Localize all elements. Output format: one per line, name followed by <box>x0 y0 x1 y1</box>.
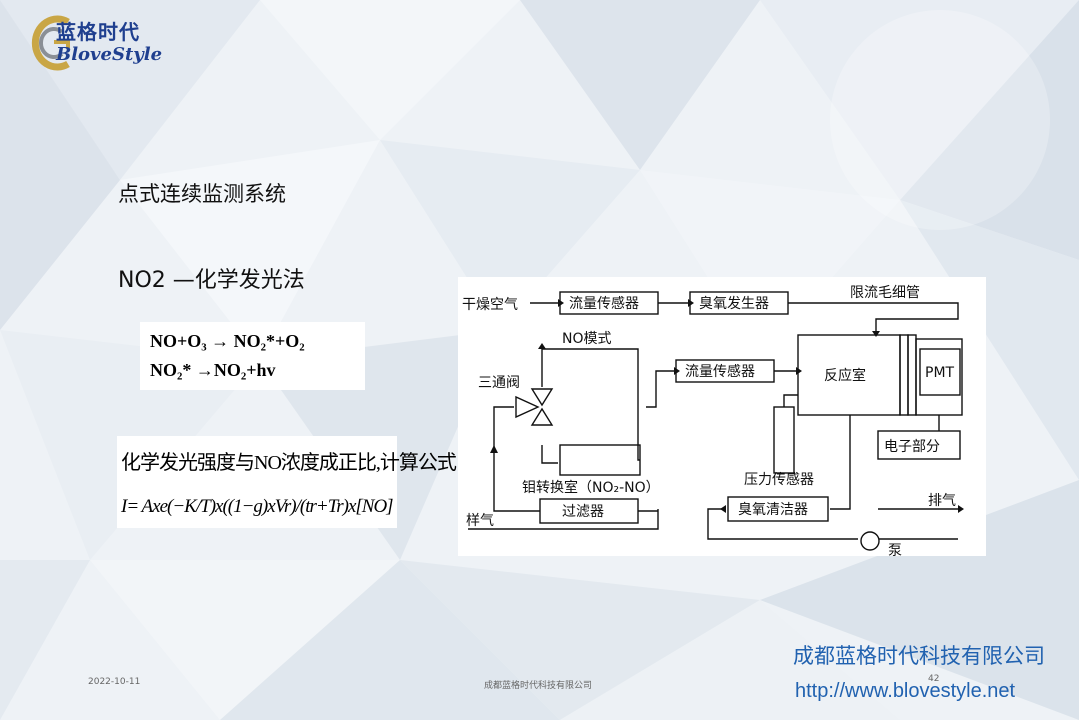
label-dry-air: 干燥空气 <box>462 297 518 313</box>
label-no-mode: NO模式 <box>562 331 612 347</box>
label-capillary: 限流毛细管 <box>850 285 920 301</box>
ozone-scrubber-box <box>727 496 829 522</box>
reaction-equations: NO+O₃ → NO₂*+O₂ NO₂* →NO₂+hv <box>140 322 365 390</box>
heading-system: 点式连续监测系统 <box>118 182 286 206</box>
label-sample-gas: 样气 <box>466 513 494 529</box>
pressure-sensor-box <box>773 406 795 474</box>
equation-line-1: NO+O₃ → NO₂*+O₂ <box>150 331 305 351</box>
logo-name-en: BloveStyle <box>56 44 163 65</box>
logo-name-cn: 蓝格时代 <box>56 20 140 44</box>
logo-emblem-icon <box>31 15 70 71</box>
label-ozone-scrubber: 臭氧清洁器 <box>738 502 808 518</box>
heading-method: NO2 —化学发光法 <box>118 268 305 293</box>
diagram-svg: 干燥空气 流量传感器 臭氧发生器 限流毛细管 NO模式 三通阀 流量传感器 反应… <box>462 285 964 556</box>
pump-icon <box>860 531 880 551</box>
pmt-box <box>919 348 961 396</box>
page-number: 42 <box>928 674 940 684</box>
label-filter: 过滤器 <box>562 504 604 520</box>
label-electronics: 电子部分 <box>884 439 940 455</box>
company-name: 成都蓝格时代科技有限公司 <box>793 645 1045 668</box>
converter-box <box>559 444 641 476</box>
label-pump: 泵 <box>888 543 902 556</box>
label-flow-sensor-top: 流量传感器 <box>569 295 639 312</box>
footer-date: 2022-10-11 <box>88 677 141 687</box>
label-pressure-sensor: 压力传感器 <box>744 471 814 488</box>
label-three-way-valve: 三通阀 <box>478 375 520 391</box>
company-url[interactable]: http://www.blovestyle.net <box>795 680 1016 702</box>
no2-analyzer-diagram: 干燥空气 流量传感器 臭氧发生器 限流毛细管 NO模式 三通阀 流量传感器 反应… <box>458 277 986 556</box>
label-converter: 钼转换室（NO₂-NO） <box>522 479 660 496</box>
formula-expression: I= Axe(−K/T)x((1−g)xVr)/(tr+Tr)x[NO] <box>121 496 394 517</box>
footer-company-small: 成都蓝格时代科技有限公司 <box>484 681 593 691</box>
equation-line-2: NO₂* →NO₂+hv <box>150 360 276 380</box>
electronics-box <box>877 430 961 460</box>
label-ozone-generator: 臭氧发生器 <box>699 296 769 312</box>
formula-block: 化学发光强度与NO浓度成正比,计算公式 I= Axe(−K/T)x((1−g)x… <box>117 436 457 528</box>
company-logo <box>28 12 178 74</box>
label-reaction-chamber: 反应室 <box>824 367 866 384</box>
label-flow-sensor-mid: 流量传感器 <box>685 363 755 380</box>
formula-description: 化学发光强度与NO浓度成正比,计算公式 <box>121 452 457 474</box>
label-exhaust: 排气 <box>928 493 956 509</box>
label-pmt: PMT <box>925 365 955 381</box>
